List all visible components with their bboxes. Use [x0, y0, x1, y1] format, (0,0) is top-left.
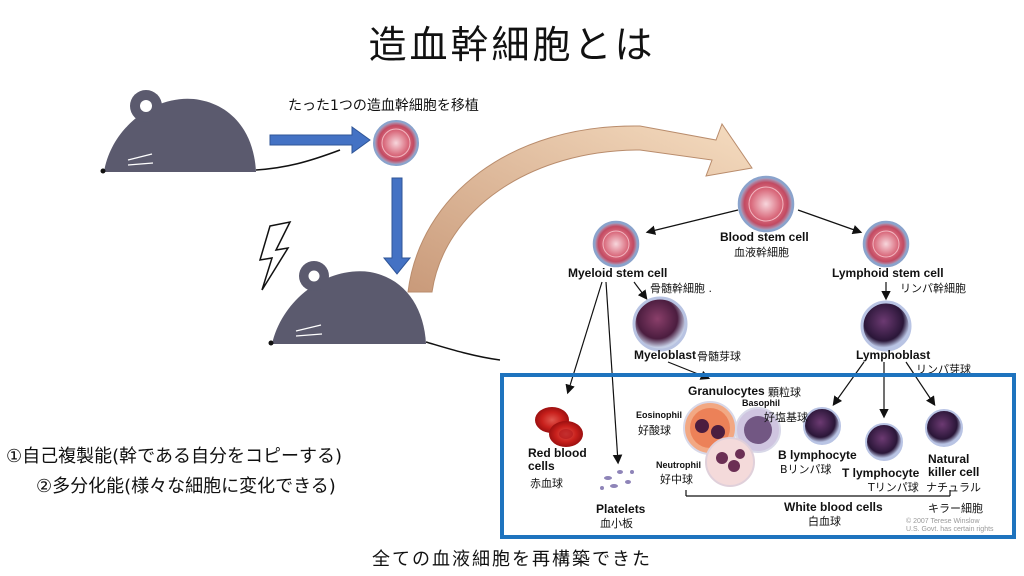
- myeloid-stem-cell-icon: [592, 220, 640, 268]
- differentiated-cells-frame: [500, 373, 1016, 539]
- red-blood-cells-ja: 赤血球: [530, 477, 563, 490]
- basophil-ja: 好塩基球: [764, 411, 808, 424]
- granulocytes-label: Granulocytes: [688, 384, 765, 398]
- b-lymphocyte-label: B lymphocyte: [778, 448, 857, 462]
- nk-cell-ja-2: キラー細胞: [928, 502, 983, 515]
- neutrophil-ja: 好中球: [660, 473, 693, 486]
- nk-cell-label-1: Natural: [928, 452, 970, 466]
- red-blood-cells-label-1: Red blood: [528, 446, 587, 460]
- property-self-renewal: ①自己複製能(幹である自分をコピーする): [6, 446, 342, 467]
- neutrophil-icon: [705, 437, 755, 487]
- lymphoblast-ja: リンパ芽球: [916, 363, 971, 376]
- neutrophil-label: Neutrophil: [656, 460, 701, 470]
- page-title: 造血幹細胞とは: [368, 23, 656, 67]
- b-lymphocyte-icon: [803, 407, 841, 445]
- red-blood-cells-label-2: cells: [528, 459, 555, 473]
- t-lymphocyte-icon: [865, 423, 903, 461]
- red-blood-cells-icon: [535, 407, 583, 447]
- lymphoid-stem-cell-icon: [862, 220, 910, 268]
- nk-cell-icon: [925, 409, 963, 447]
- lineage-arrows: [565, 209, 951, 497]
- eosinophil-ja: 好酸球: [638, 424, 671, 437]
- platelets-label: Platelets: [596, 502, 646, 516]
- eosinophil-label: Eosinophil: [636, 410, 682, 420]
- lymphoid-stem-cell-label: Lymphoid stem cell: [832, 266, 944, 280]
- recipient-mouse-icon: [268, 261, 501, 361]
- lymphoblast-icon: [860, 300, 912, 352]
- footer-caption: 全ての血液細胞を再構築できた: [372, 549, 652, 570]
- myeloblast-label: Myeloblast: [634, 348, 697, 362]
- lymphoblast-label: Lymphoblast: [856, 348, 931, 362]
- transplant-arrow-down: [382, 177, 412, 275]
- copyright-line-1: © 2007 Terese Winslow: [906, 518, 980, 525]
- basophil-icon: [735, 407, 781, 453]
- myeloid-stem-cell-ja: 骨髄幹細胞 .: [650, 282, 712, 295]
- transplant-note: たった1つの造血幹細胞を移植: [288, 98, 479, 114]
- lymphoid-stem-cell-ja: リンパ幹細胞: [900, 282, 966, 295]
- white-blood-cells-label: White blood cells: [784, 500, 883, 514]
- lightning-icon: [258, 220, 292, 291]
- copyright-line-2: U.S. Govt. has certain rights: [906, 526, 994, 533]
- transplanted-stem-cell-icon: [373, 120, 419, 166]
- transplant-arrow-right: [269, 126, 371, 154]
- platelets-ja: 血小板: [600, 517, 633, 530]
- myeloblast-ja: 骨髄芽球: [697, 350, 741, 363]
- basophil-label: Basophil: [742, 398, 781, 408]
- blood-stem-cell-icon: [737, 175, 795, 233]
- nk-cell-ja-1: ナチュラル: [926, 481, 981, 494]
- t-lymphocyte-label: T lymphocyte: [842, 466, 920, 480]
- t-lymphocyte-ja: Tリンパ球: [868, 481, 919, 494]
- granulocytes-ja: 顆粒球: [768, 386, 801, 399]
- myeloid-stem-cell-label: Myeloid stem cell: [568, 266, 668, 280]
- platelets-icon: [600, 470, 634, 490]
- b-lymphocyte-ja: Bリンパ球: [780, 463, 832, 476]
- nk-cell-label-2: killer cell: [928, 465, 980, 479]
- blood-stem-cell-ja: 血液幹細胞: [734, 246, 789, 259]
- reconstitution-curved-arrow: [407, 122, 753, 293]
- white-blood-cells-ja: 白血球: [808, 515, 841, 528]
- myeloblast-icon: [632, 296, 688, 352]
- donor-mouse-icon: [100, 90, 341, 174]
- blood-stem-cell-label: Blood stem cell: [720, 230, 809, 244]
- property-multipotency: ②多分化能(様々な細胞に変化できる): [36, 476, 336, 497]
